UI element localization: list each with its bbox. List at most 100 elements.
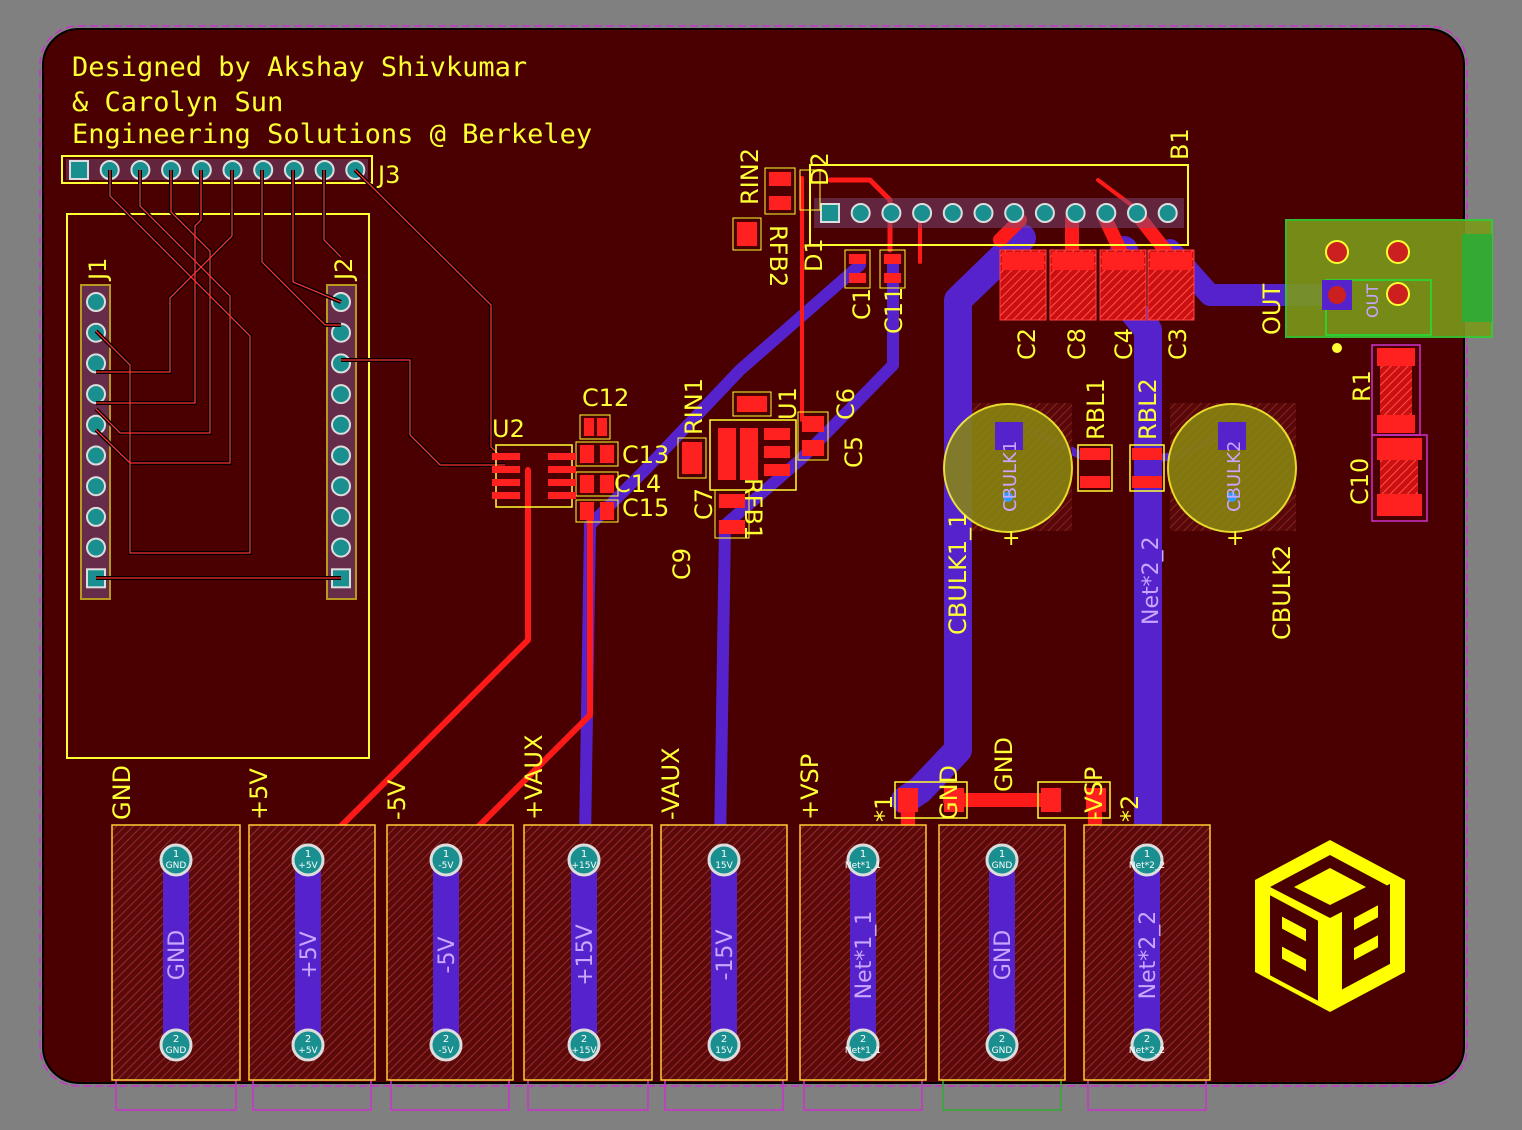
pad-2-number: 2 [1144,1034,1150,1045]
r1-resistor [1371,344,1421,436]
bulk-smd-caps [999,249,1195,321]
pad-1-number: 1 [1144,849,1150,860]
pad-2-net: +5V [298,1046,318,1056]
rbl2-resistor [1129,444,1165,492]
net-label: Net*2_2 [1136,911,1161,1000]
r1-ref: R1 [1348,370,1376,402]
pad-1-number: 1 [860,849,866,860]
pad-2-number: 2 [999,1034,1005,1045]
star2-ref: *2 [1116,795,1144,822]
pad-1-net: GND [992,861,1013,871]
c1-ref: C1 [848,288,876,320]
pad-1-number: 1 [999,849,1005,860]
c15-ref: C15 [622,494,669,522]
rfb1-ref: RFB1 [739,478,767,540]
pad-2-net: 15V [715,1046,733,1056]
net-label: -5V [435,937,460,974]
connector-label: -VAUX [657,747,685,820]
pad-2-net: +15V [571,1046,597,1056]
pad-2-number: 2 [581,1034,587,1045]
credit-line-3: Engineering Solutions @ Berkeley [72,119,592,150]
terminal-connectors: 1GND2GNDGNDGND1+5V2+5V+5V+5V1-5V2-5V-5V-… [108,735,1211,1111]
pad-1-net: Net*1_1 [845,861,881,871]
star-jumpers [894,781,1111,819]
signal-tracks-inner [95,169,506,579]
net-label: +5V [297,931,322,978]
pad-1-net: GND [166,861,187,871]
connector-label: +5V [245,768,273,820]
pad-2-net: GND [166,1046,187,1056]
star1-ref: *1 [870,795,898,822]
c10-ref: C10 [1346,458,1374,505]
u1-ref: U1 [774,387,802,420]
c9-ref: C9 [668,548,696,580]
esb-logo [1255,840,1405,1012]
rin2-ref: RIN2 [736,148,764,205]
net-label: GND [991,930,1016,980]
pad-1-net: 15V [715,861,733,871]
rin1-ref: RIN1 [680,378,708,435]
b1-header [809,164,1189,246]
c10-capacitor [1371,434,1428,522]
credit-line-1: Designed by Akshay Shivkumar [72,52,527,83]
pad-2-net: Net*2_2 [1129,1046,1165,1056]
pad-2-number: 2 [860,1034,866,1045]
u2-ref: U2 [492,415,525,443]
net-label: -15V [713,930,738,981]
connector-label: GND [935,765,963,820]
svg-text:+: + [1002,526,1020,551]
pad-1-number: 1 [305,849,311,860]
pad-1-net: -5V [438,861,454,871]
board-edge [39,25,1468,1087]
u2-ic [492,444,576,508]
pad-2-net: -5V [438,1046,454,1056]
rbl1-ref: RBL1 [1082,378,1110,440]
net-label: GND [165,930,190,980]
pad-2-number: 2 [305,1034,311,1045]
out-connector [1285,219,1493,353]
c4-ref: C4 [1110,328,1138,360]
pad-1-number: 1 [443,849,449,860]
terminal-3: 1-5V2-5V-5V-5V [383,779,514,1111]
d2-ref: D2 [806,152,834,186]
pad-1-net: Net*2_2 [1129,861,1165,871]
cbulk2-pad-label: CBULK2 [1224,441,1245,512]
c6-ref: C6 [832,388,860,420]
b1-ref: B1 [1166,128,1194,160]
out-ref: OUT [1258,284,1286,335]
cbulk1-pad-label: CBULK1 [1000,441,1021,512]
connector-label: -VSP [1080,767,1108,820]
connector-label: -5V [383,779,411,820]
pad-2-net: Net*1_1 [845,1046,881,1056]
credit-line-2: & Carolyn Sun [72,87,283,118]
j3-ref: J3 [376,161,400,189]
net-label: Net*1_1 [852,911,877,1000]
small-smd-parts [575,167,906,539]
module-outline [66,213,370,759]
connector-label: GND [108,765,136,820]
pad-1-number: 1 [721,849,727,860]
j2-ref: J2 [330,258,358,282]
c14-ref: C14 [614,470,661,498]
c12-ref: C12 [582,384,629,412]
pad-2-net: GND [992,1046,1013,1056]
rfb2-ref: RFB2 [764,225,792,287]
rbl1-resistor [1077,444,1113,492]
c5-ref: C5 [840,436,868,468]
pad-1-number: 1 [173,849,179,860]
c2-ref: C2 [1013,328,1041,360]
terminal-2: 1+5V2+5V+5V+5V [245,768,376,1111]
out-pad-label: OUT [1363,284,1382,318]
c11-ref: C11 [880,287,908,334]
pad-2-number: 2 [721,1034,727,1045]
connector-label: +VSP [796,754,824,820]
net2-vertical-label: Net*2_2 [1139,536,1164,625]
cbulk1: + [943,403,1073,551]
c8-ref: C8 [1063,328,1091,360]
